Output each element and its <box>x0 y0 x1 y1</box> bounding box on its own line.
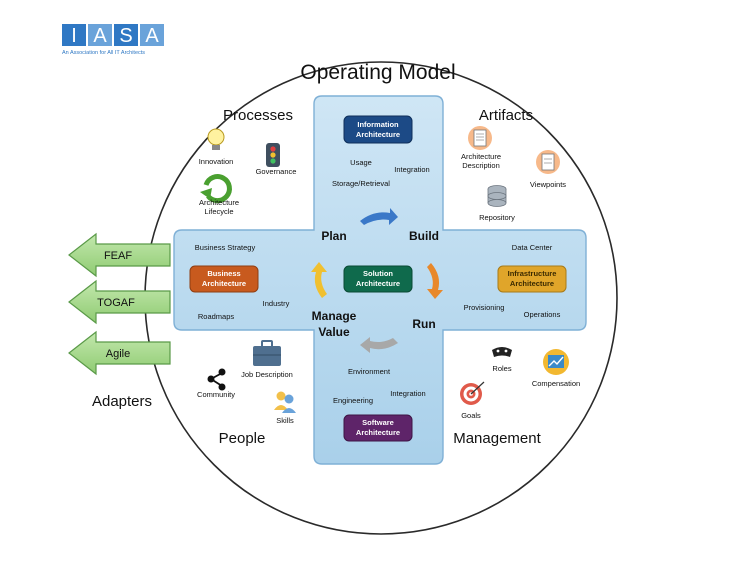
box-label-line2: Architecture <box>356 130 400 139</box>
roadmaps-label: Roadmaps <box>198 312 235 321</box>
repository-label: Repository <box>479 213 515 222</box>
box-label-line2: Architecture <box>510 279 554 288</box>
box-label-line1: Business <box>207 269 240 278</box>
briefcase-icon <box>253 340 281 366</box>
box-label-line1: Software <box>362 418 394 427</box>
innovation-label: Innovation <box>199 157 234 166</box>
environment-label: Environment <box>348 367 391 376</box>
viewpoints-label: Viewpoints <box>530 180 566 189</box>
database-icon <box>487 185 507 207</box>
architecture-description-label-line2: Description <box>462 161 500 170</box>
provisioning-label: Provisioning <box>464 303 505 312</box>
quadrant-management: Management <box>453 430 541 447</box>
architecture-lifecycle-label-line2: Lifecycle <box>204 207 233 216</box>
people-icon <box>274 391 296 413</box>
adapter-arrow-shape <box>68 232 171 278</box>
logo-letter-3: S <box>119 25 132 47</box>
logo-letter-1: I <box>71 25 77 47</box>
adapter-label: TOGAF <box>97 297 135 309</box>
logo-letter-2: A <box>93 25 107 47</box>
roles-label: Roles <box>492 364 511 373</box>
integration-top-label: Integration <box>394 165 429 174</box>
recycle-icon <box>200 174 232 204</box>
usage-label: Usage <box>350 158 372 167</box>
logo-tagline: An Association for All IT Architects <box>62 50 145 56</box>
integration-bottom-label: Integration <box>390 389 425 398</box>
arrow-yellow-icon <box>311 262 327 298</box>
arrow-orange-icon <box>427 263 443 299</box>
arrow-gray-icon <box>360 337 398 353</box>
phase-manage-value-line1: Manage <box>312 309 357 323</box>
iasa-logo: I A S A An Association for All IT Archit… <box>62 24 164 56</box>
phase-run: Run <box>412 317 435 331</box>
logo-letter-4: A <box>145 25 159 47</box>
phase-plan: Plan <box>321 229 346 243</box>
quadrant-people: People <box>219 430 266 447</box>
operations-label: Operations <box>524 310 561 319</box>
job-description-label: Job Description <box>241 370 293 379</box>
logo-tile-3 <box>114 24 138 46</box>
logo-tile-1 <box>62 24 86 46</box>
storage-retrieval-label: Storage/Retrieval <box>332 179 390 188</box>
box-label-line2: Architecture <box>202 279 246 288</box>
page-title: Operating Model <box>300 61 455 84</box>
architecture-lifecycle-label-line1: Architecture <box>199 198 239 207</box>
adapter-togaf[interactable]: TOGAF <box>68 279 171 325</box>
industry-label: Industry <box>263 299 290 308</box>
logo-tile-4 <box>140 24 164 46</box>
quadrant-processes: Processes <box>223 107 293 124</box>
data-center-label: Data Center <box>512 243 553 252</box>
adapter-label: FEAF <box>104 250 132 262</box>
community-label: Community <box>197 390 235 399</box>
business-strategy-label: Business Strategy <box>195 243 256 252</box>
box-label-line1: Infrastructure <box>508 269 557 278</box>
target-icon <box>460 381 485 405</box>
engineering-label: Engineering <box>333 396 373 405</box>
lightbulb-icon <box>207 128 225 150</box>
solution-architecture-box[interactable]: Solution Architecture <box>343 265 413 293</box>
box-label-line2: Architecture <box>356 279 400 288</box>
adapter-arrow-shape <box>68 279 171 325</box>
adapter-label: Agile <box>106 348 130 360</box>
traffic-light-icon <box>266 143 280 167</box>
infrastructure-architecture-box[interactable]: Infrastructure Architecture <box>497 265 567 293</box>
compensation-icon <box>543 349 569 375</box>
logo-tile-2 <box>88 24 112 46</box>
mask-icon <box>492 347 512 357</box>
viewpoints-icon <box>536 150 560 174</box>
box-label-line2: Architecture <box>356 428 400 437</box>
business-architecture-box[interactable]: Business Architecture <box>189 265 259 293</box>
goals-label: Goals <box>461 411 481 420</box>
skills-label: Skills <box>276 416 294 425</box>
information-architecture-box[interactable]: Information Architecture <box>343 115 413 144</box>
box-label-line1: Information <box>357 120 399 129</box>
adapters-caption: Adapters <box>92 393 152 410</box>
adapter-feaf[interactable]: FEAF <box>68 232 171 278</box>
compensation-label: Compensation <box>532 379 580 388</box>
share-icon <box>207 368 226 391</box>
phase-manage-value-line2: Value <box>318 325 350 339</box>
arrow-blue-icon <box>360 208 398 225</box>
box-label-line1: Solution <box>363 269 393 278</box>
software-architecture-box[interactable]: Software Architecture <box>343 414 413 442</box>
adapter-agile[interactable]: Agile <box>68 330 171 376</box>
governance-label: Governance <box>256 167 297 176</box>
phase-build: Build <box>409 229 439 243</box>
architecture-description-label-line1: Architecture <box>461 152 501 161</box>
adapter-arrow-shape <box>68 330 171 376</box>
quadrant-artifacts: Artifacts <box>479 107 533 124</box>
document-icon <box>468 126 492 150</box>
